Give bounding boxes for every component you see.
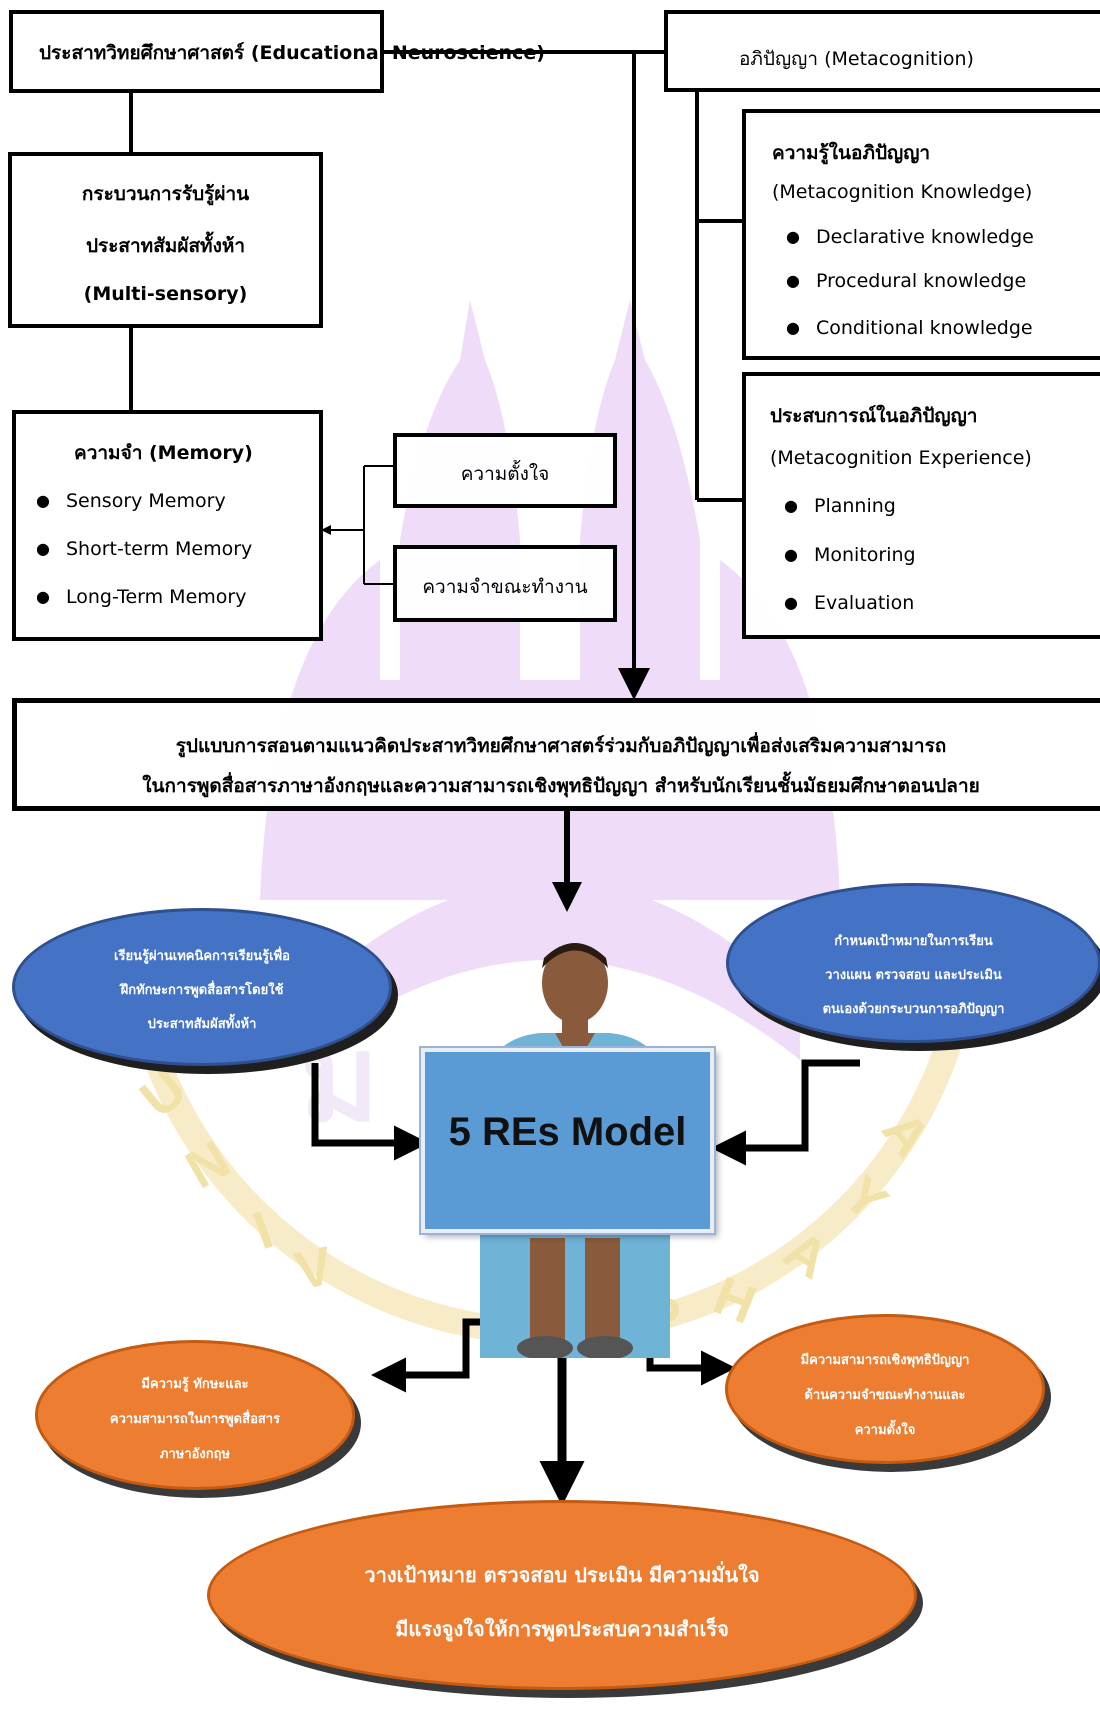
five-res-model-label: 5 REs Model [448,1110,687,1154]
multisensory-learning-line3: ประสาทสัมผัสทั้งห้า [147,1017,257,1032]
attention-label: ความตั้งใจ [460,463,550,485]
goal-setting-line2: วางแผน ตรวจสอบ และประเมิน [825,968,1002,983]
planning-item: Planning [784,493,896,519]
educational-neuroscience-box: ประสาทวิทยศึกษาศาสตร์ (Educational Neuro… [9,10,545,93]
metacognition-experience-subtitle: (Metacognition Experience) [770,447,1032,469]
goal-setting-line3: ตนเองด้วยกระบวนการอภิปัญญา [822,1002,1005,1017]
cognitive-ability-outcome-line2: ด้านความจำขณะทำงานและ [804,1388,966,1403]
final-outcome-line1: วางเป้าหมาย ตรวจสอบ ประเมิน มีความมั่นใจ [364,1563,760,1587]
multisensory-learning-line1: เรียนรู้ผ่านเทคนิคการเรียนรู้เพื่อ [114,949,290,964]
procedural-knowledge-item: Procedural knowledge [786,268,1026,294]
attention-box: ความตั้งใจ [393,433,617,508]
goal-setting-ellipse: กำหนดเป้าหมายในการเรียน วางแผน ตรวจสอบ แ… [726,883,1100,1043]
cognitive-ability-outcome-ellipse: มีความสามารถเชิงพุทธิปัญญา ด้านความจำขณะ… [725,1314,1045,1464]
five-res-model-box: 5 REs Model [421,1048,714,1233]
metacognition-knowledge-title: ความรู้ในอภิปัญญา [772,142,931,164]
working-memory-label: ความจำขณะทำงาน [422,576,588,598]
final-outcome-line2: มีแรงจูงใจให้การพูดประสบความสำเร็จ [395,1617,729,1641]
monitoring-item: Monitoring [784,542,915,568]
speaking-skill-outcome-line2: ความสามารถในการพูดสื่อสาร [109,1412,281,1427]
short-term-memory-item: Short-term Memory [36,536,252,562]
educational-neuroscience-title: ประสาทวิทยศึกษาศาสตร์ (Educational Neuro… [39,42,545,64]
instructional-model-box: รูปแบบการสอนตามแนวคิดประสาทวิทยศึกษาศาสต… [12,698,1100,811]
multisensory-line1: กระบวนการรับรู้ผ่าน [81,183,250,205]
metacognition-title: อภิปัญญา (Metacognition) [739,48,974,70]
final-outcome-ellipse: วางเป้าหมาย ตรวจสอบ ประเมิน มีความมั่นใจ… [207,1500,917,1690]
goal-setting-line1: กำหนดเป้าหมายในการเรียน [834,934,993,949]
sensory-memory-item: Sensory Memory [36,488,226,514]
memory-box: ความจำ (Memory) Sensory Memory Short-ter… [12,410,323,641]
multisensory-learning-line2: ฝึกทักษะการพูดสื่อสารโดยใช้ [120,983,284,998]
speaking-skill-outcome-ellipse: มีความรู้ ทักษะและ ความสามารถในการพูดสื่… [35,1340,355,1490]
multisensory-learning-ellipse: เรียนรู้ผ่านเทคนิคการเรียนรู้เพื่อ ฝึกทั… [12,908,392,1066]
evaluation-item: Evaluation [784,590,914,616]
metacognition-knowledge-box: ความรู้ในอภิปัญญา (Metacognition Knowled… [742,109,1100,360]
speaking-skill-outcome-line3: ภาษาอังกฤษ [159,1447,231,1462]
multisensory-line3: (Multi-sensory) [83,283,248,305]
multisensory-box: กระบวนการรับรู้ผ่าน ประสาทสัมผัสทั้งห้า … [8,152,323,328]
metacognition-experience-title: ประสบการณ์ในอภิปัญญา [770,405,978,427]
memory-title: ความจำ (Memory) [74,442,253,464]
speaking-skill-outcome-line1: มีความรู้ ทักษะและ [141,1377,249,1392]
conditional-knowledge-item: Conditional knowledge [786,315,1033,341]
metacognition-experience-box: ประสบการณ์ในอภิปัญญา (Metacognition Expe… [742,372,1100,639]
metacognition-knowledge-subtitle: (Metacognition Knowledge) [772,181,1033,203]
long-term-memory-item: Long-Term Memory [36,584,247,610]
working-memory-box: ความจำขณะทำงาน [393,545,617,622]
metacognition-box: อภิปัญญา (Metacognition) [664,10,1100,92]
cognitive-ability-outcome-line1: มีความสามารถเชิงพุทธิปัญญา [800,1353,970,1368]
instructional-model-line2: ในการพูดสื่อสารภาษาอังกฤษและความสามารถเช… [142,775,980,797]
instructional-model-line1: รูปแบบการสอนตามแนวคิดประสาทวิทยศึกษาศาสต… [175,735,947,757]
declarative-knowledge-item: Declarative knowledge [786,224,1034,250]
cognitive-ability-outcome-line3: ความตั้งใจ [854,1423,916,1438]
multisensory-line2: ประสาทสัมผัสทั้งห้า [85,235,246,257]
